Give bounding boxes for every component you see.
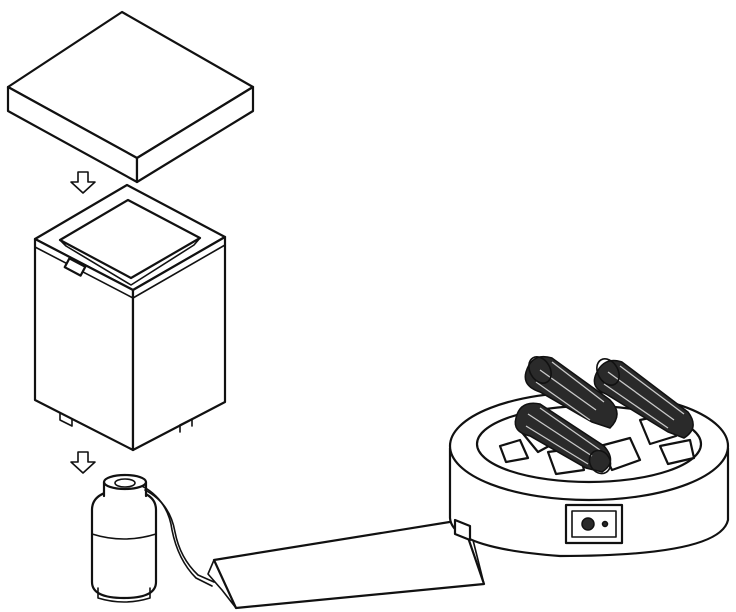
propane-tank-icon bbox=[92, 475, 156, 602]
down-arrow-icon bbox=[71, 172, 95, 193]
control-panel-icon bbox=[566, 505, 622, 543]
down-arrow-icon bbox=[71, 452, 95, 473]
table-lid-icon bbox=[8, 12, 253, 182]
tank-cover-box-icon bbox=[35, 185, 225, 450]
hose-cover-plate-icon bbox=[208, 520, 484, 608]
fire-pit-bowl-icon bbox=[450, 353, 728, 556]
